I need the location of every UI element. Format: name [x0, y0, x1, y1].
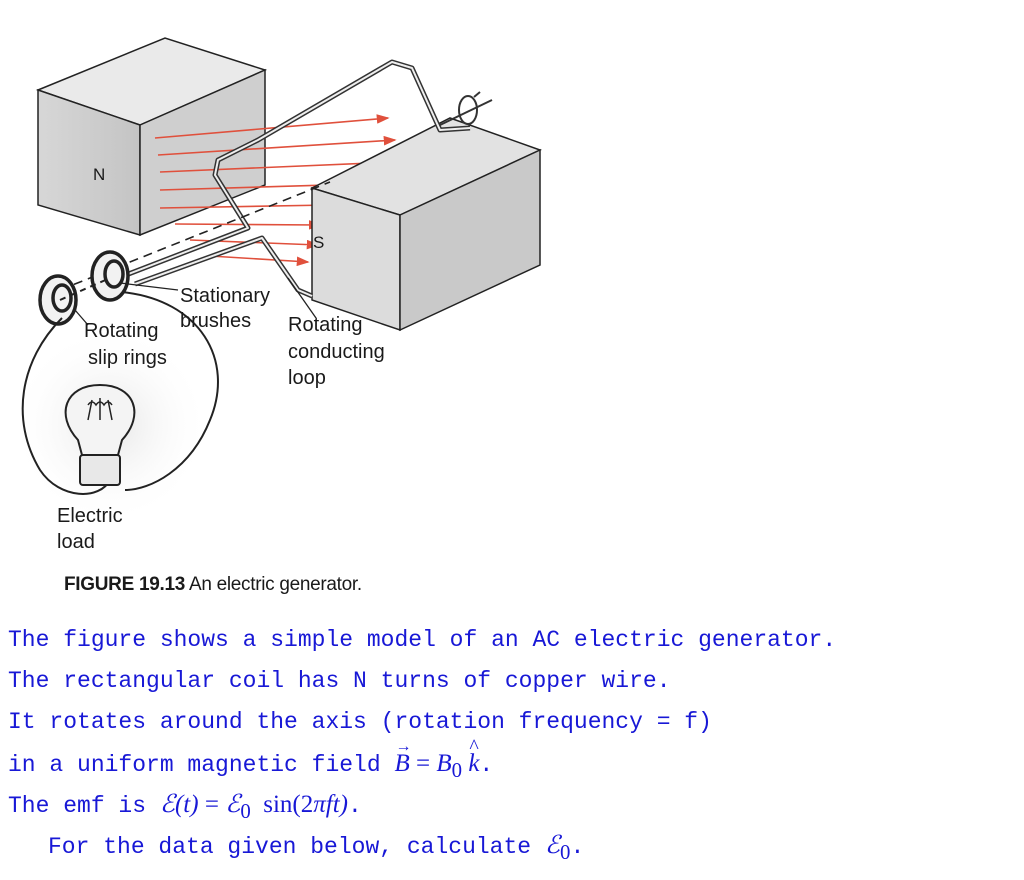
line6-suffix: .	[570, 834, 585, 860]
caption-text: An electric generator.	[185, 574, 362, 595]
line5-suffix: .	[348, 793, 362, 819]
ft-term: ft)	[325, 791, 348, 818]
load-wires	[21, 291, 219, 495]
emf-calc-symbol: ℰ	[544, 832, 561, 859]
sin-function: sin(2	[263, 791, 314, 818]
emf0-target: ℰ0	[544, 832, 571, 864]
b0-symbol: B	[436, 750, 452, 777]
label-loop-1: Rotating	[288, 314, 363, 336]
loop-label-leader	[287, 277, 317, 319]
problem-line-5: The emf is ℰ(t) = ℰ0 sin(2πft).	[8, 784, 836, 825]
caption-number: FIGURE 19.13	[64, 574, 186, 595]
problem-line-1: The figure shows a simple model of an AC…	[8, 627, 837, 653]
k-unit-vector: k	[468, 727, 479, 784]
line4-prefix: in a uniform magnetic field	[8, 752, 395, 778]
rotating-conducting-loop	[117, 59, 471, 299]
label-slip-rings-1: Rotating	[84, 320, 159, 342]
line4-suffix: .	[479, 752, 494, 778]
south-magnet: S	[310, 117, 542, 332]
rotation-arrow-icon	[439, 91, 493, 126]
emf0-symbol: ℰ	[225, 791, 241, 818]
equals-sign: =	[409, 750, 437, 777]
problem-line-2: The rectangular coil has N turns of copp…	[8, 668, 671, 694]
problem-statement: The figure shows a simple model of an AC…	[8, 620, 836, 866]
label-stationary-1: Stationary	[180, 285, 270, 307]
slip-rings	[38, 250, 130, 326]
label-loop-2: conducting	[288, 341, 385, 363]
problem-line-4: in a uniform magnetic field B = B0 k.	[8, 726, 836, 784]
b-vector: B	[394, 726, 411, 784]
light-bulb-icon	[64, 383, 136, 486]
b0-subscript: 0	[451, 758, 463, 782]
line6-prefix: For the data given below, calculate	[48, 834, 545, 860]
label-load-1: Electric	[57, 505, 123, 527]
figure-caption: FIGURE 19.13 An electric generator.	[64, 574, 362, 596]
problem-line-3: It rotates around the axis (rotation fre…	[8, 709, 712, 735]
electric-generator-figure: N S	[10, 37, 542, 553]
label-stationary-2: brushes	[180, 310, 251, 332]
north-pole-label: N	[93, 165, 105, 184]
emf-equation: ℰ(t) = ℰ0 sin(2πft)	[159, 791, 348, 823]
south-pole-label: S	[313, 233, 324, 252]
problem-line-6: For the data given below, calculate ℰ0.	[8, 825, 836, 866]
emf-symbol: ℰ	[159, 791, 175, 818]
line5-prefix: The emf is	[8, 793, 160, 819]
pi-symbol: π	[313, 791, 326, 818]
stationary-brushes	[74, 282, 179, 326]
north-magnet: N	[35, 37, 268, 237]
label-loop-3: loop	[288, 367, 326, 389]
emf-argument: (t)	[174, 791, 199, 818]
field-equation: B = B0 k	[394, 726, 479, 782]
label-slip-rings-2: slip rings	[88, 347, 167, 369]
label-load-2: load	[57, 531, 95, 553]
